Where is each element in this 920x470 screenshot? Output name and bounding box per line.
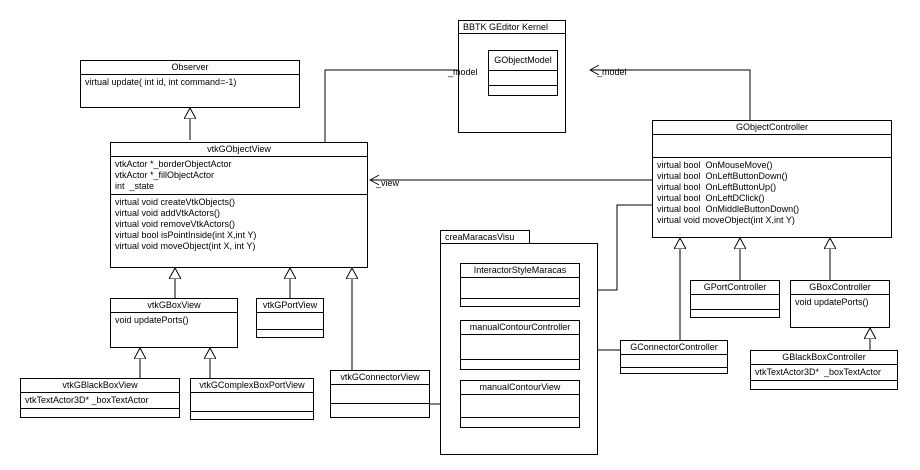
class-manualContourController[interactable]: manualContourController [460,320,580,370]
method: virtual void moveObject(int X, int Y) [115,241,256,251]
method: virtual bool OnLeftDClick() [657,193,765,203]
class-gBoxController-name: GBoxController [791,281,889,295]
class-gObjectModel-section [489,71,557,86]
class-vtkGBoxView[interactable]: vtkGBoxView void updatePorts() [110,298,238,348]
class-vtkGConnectorView-section [331,385,429,404]
class-gBoxController[interactable]: GBoxController void updatePorts() [790,280,890,328]
method: virtual bool isPointInside(int X,int Y) [115,230,257,240]
package-tab-kernel: BBTK GEditor Kernel [458,20,566,34]
class-gConnectorController[interactable]: GConnectorController [620,340,728,374]
class-gObjectController[interactable]: GObjectController virtual bool OnMouseMo… [652,120,892,238]
package-name-kernel: BBTK GEditor Kernel [463,22,549,32]
class-manualContourController-name: manualContourController [461,321,579,335]
class-vtkGComplexBoxPortView-section [191,412,313,428]
class-gObjectController-attributes [653,135,891,158]
class-vtkGBoxView-name: vtkGBoxView [111,299,237,313]
class-vtkGPortView[interactable]: vtkGPortView [256,298,324,338]
class-vtkGObjectView[interactable]: vtkGObjectView vtkActor *_borderObjectAc… [110,142,368,268]
method: virtual void removeVtkActors() [115,219,236,229]
class-manualContourView-section [461,418,579,432]
class-interactorStyleMaracas-section [461,278,579,299]
class-gPortController-section [691,295,779,310]
class-gPortController-section [691,310,779,324]
class-gBlackBoxController-name: GBlackBoxController [751,351,897,365]
attribute: vtkActor *_borderObjectActor [115,159,232,169]
package-tab-maracas: creaMaracasVisu [440,230,530,244]
class-vtkGConnectorView[interactable]: vtkGConnectorView [330,370,430,418]
class-observer-methods: virtual update( int id, int command=-1) [81,75,299,90]
class-vtkGBlackBoxView-attributes: vtkTextActor3D* _boxTextActor [21,393,179,409]
assoc-controller-model [590,70,751,120]
class-vtkGBlackBoxView[interactable]: vtkGBlackBoxView vtkTextActor3D* _boxTex… [20,378,180,418]
class-interactorStyleMaracas[interactable]: InteractorStyleMaracas [460,263,580,307]
class-observer-name: Observer [81,61,299,75]
method: virtual bool OnLeftButtonUp() [657,182,777,192]
class-vtkGBlackBoxView-name: vtkGBlackBoxView [21,379,179,393]
method: virtual update( int id, int command=-1) [85,77,237,87]
class-gBoxController-methods: void updatePorts() [791,295,889,333]
class-vtkGConnectorView-section [331,404,429,426]
class-vtkGObjectView-methods: virtual void createVtkObjects() virtual … [111,195,367,254]
class-vtkGObjectView-attributes: vtkActor *_borderObjectActor vtkActor *_… [111,157,367,195]
class-manualContourView-section [461,395,579,418]
class-vtkGPortView-section [257,313,323,330]
class-vtkGConnectorView-name: vtkGConnectorView [331,371,429,385]
class-gObjectModel[interactable]: GObjectModel [488,50,558,96]
package-name-maracas: creaMaracasVisu [445,232,515,242]
method: virtual bool OnMiddleButtonDown() [657,204,800,214]
class-vtkGPortView-name: vtkGPortView [257,299,323,313]
method: void updatePorts() [795,297,869,307]
class-manualContourView-name: manualContourView [461,381,579,395]
method: void updatePorts() [115,315,189,325]
class-vtkGPortView-section [257,330,323,344]
class-gObjectModel-name: GObjectModel [489,51,557,71]
class-gConnectorController-section [621,355,727,368]
class-interactorStyleMaracas-name: InteractorStyleMaracas [461,264,579,278]
class-vtkGObjectView-name: vtkGObjectView [111,143,367,157]
class-gConnectorController-name: GConnectorController [621,341,727,355]
class-manualContourController-section [461,360,579,374]
class-interactorStyleMaracas-section [461,299,579,313]
label-view: _view [376,178,400,188]
class-gObjectModel-section [489,86,557,98]
class-vtkGComplexBoxPortView[interactable]: vtkGComplexBoxPortView [190,378,314,420]
class-vtkGComplexBoxPortView-name: vtkGComplexBoxPortView [191,379,313,393]
class-gBlackBoxController-methods [751,381,897,391]
method: virtual void moveObject(int X,int Y) [657,215,795,225]
class-gBlackBoxController[interactable]: GBlackBoxController vtkTextActor3D* _box… [750,350,898,390]
attribute: int _state [115,181,155,191]
class-gPortController[interactable]: GPortController [690,280,780,318]
attribute: vtkActor *_fillObjectActor [115,170,215,180]
assoc-view-model [324,70,488,142]
attribute: vtkTextActor3D* _boxTextActor [25,395,149,405]
method: virtual bool OnLeftButtonDown() [657,171,788,181]
label-model-right: _model [597,67,627,77]
class-vtkGBoxView-methods: void updatePorts() [111,313,237,353]
class-vtkGBlackBoxView-methods [21,409,179,419]
class-gObjectController-name: GObjectController [653,121,891,135]
class-gBlackBoxController-attributes: vtkTextActor3D* _boxTextActor [751,365,897,381]
attribute: vtkTextActor3D* _boxTextActor [755,367,882,377]
class-gPortController-name: GPortController [691,281,779,295]
class-observer[interactable]: Observer virtual update( int id, int com… [80,60,300,108]
assoc-controller-interactor [580,204,652,290]
class-manualContourController-section [461,335,579,360]
class-vtkGComplexBoxPortView-section [191,393,313,412]
class-gConnectorController-section [621,368,727,380]
class-manualContourView[interactable]: manualContourView [460,380,580,428]
label-model-left: _model [448,67,478,77]
method: virtual bool OnMouseMove() [657,160,773,170]
method: virtual void addVtkActors() [115,208,221,218]
method: virtual void createVtkObjects() [115,197,236,207]
class-gObjectController-methods: virtual bool OnMouseMove() virtual bool … [653,158,891,228]
